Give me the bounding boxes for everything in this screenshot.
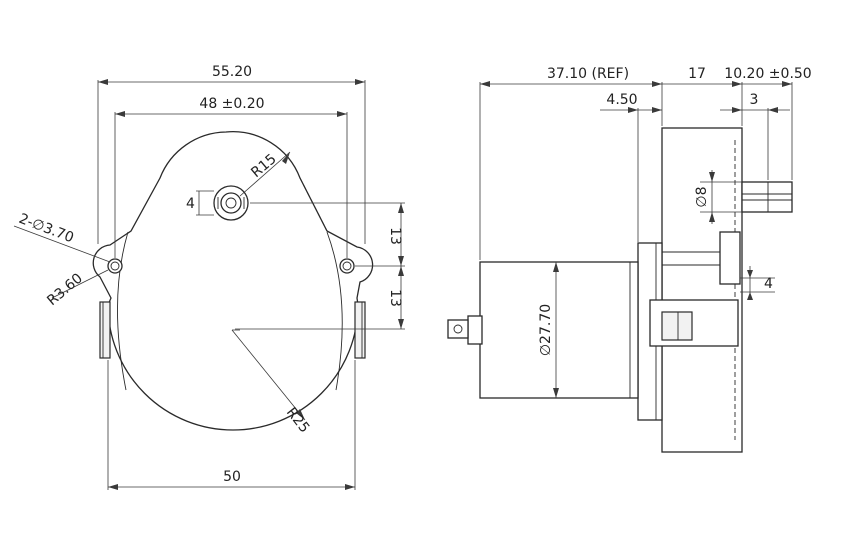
front-inner-arc-right xyxy=(326,231,343,391)
front-housing xyxy=(92,131,374,431)
dim-shaft-flat-length: 3 xyxy=(750,92,759,108)
side-output-shaft xyxy=(741,181,793,213)
side-view: 37.10 (REF) 17 10.20 ±0.50 4.50 3 ∅8 xyxy=(447,66,812,453)
front-left-tab xyxy=(99,301,111,359)
dim-ear-radius: R3.60 xyxy=(44,271,86,310)
dim-mount-holes: 2-∅3.70 xyxy=(17,211,76,246)
dim-motor-offset: 4.50 xyxy=(606,92,637,108)
side-connector xyxy=(719,231,741,285)
dim-boss-height: 4 xyxy=(764,276,773,292)
dim-motor-diameter: ∅27.70 xyxy=(538,304,554,356)
dim-shaft-length: 10.20 ±0.50 xyxy=(724,66,811,82)
dim-lower-offset: 13 xyxy=(387,289,403,307)
side-motor-can xyxy=(479,261,639,399)
front-inner-arc xyxy=(117,231,129,391)
front-shaft xyxy=(220,192,242,214)
front-gear-hidden xyxy=(299,177,328,232)
left-mount-hole xyxy=(107,258,123,274)
dim-gearbox-depth: 17 xyxy=(688,66,706,82)
side-gearbox xyxy=(661,127,743,453)
dim-overall-length: 37.10 (REF) xyxy=(547,66,629,82)
front-view: 55.20 48 ±0.20 50 2-∅3.70 R3.60 R15 R25 xyxy=(13,64,405,490)
dim-overall-width: 55.20 xyxy=(212,64,252,80)
dim-shaft-flat: 4 xyxy=(186,196,195,212)
side-terminal xyxy=(467,315,483,345)
front-right-tab xyxy=(354,301,366,359)
right-mount-hole xyxy=(339,258,355,274)
dim-body-width: 50 xyxy=(223,469,241,485)
dim-shaft-diameter: ∅8 xyxy=(694,186,710,207)
dim-mount-spacing: 48 ±0.20 xyxy=(199,96,264,112)
dim-upper-offset: 13 xyxy=(387,227,403,245)
